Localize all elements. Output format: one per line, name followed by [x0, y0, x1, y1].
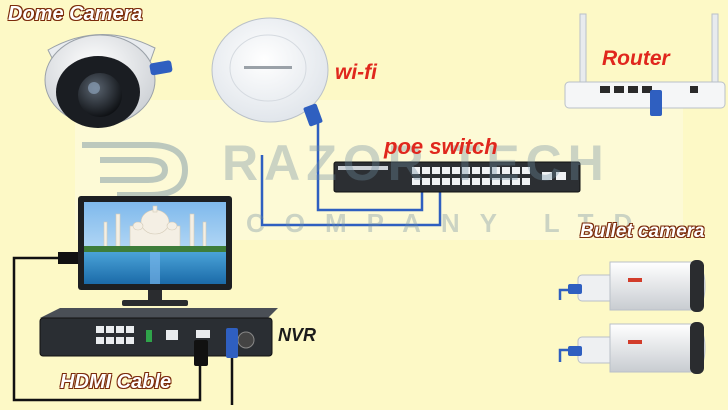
label-bullet-camera: Bullet camera — [580, 221, 705, 242]
label-wifi: wi-fi — [335, 61, 377, 84]
bullet-camera-icon-top — [568, 260, 706, 312]
switch-ports — [412, 167, 566, 185]
monitor-icon — [58, 196, 232, 306]
watermark-line2: COMPANY LTD — [246, 208, 653, 238]
blue-cables — [260, 118, 578, 362]
poe-switch-icon — [333, 161, 581, 193]
bullet-camera-icon-bottom — [568, 322, 706, 374]
label-dome-camera: Dome Camera — [8, 3, 143, 25]
label-poe-switch: poe switch — [384, 134, 498, 159]
label-router: Router — [602, 47, 670, 70]
dome-camera-icon — [44, 34, 173, 128]
label-hdmi-cable: HDMI Cable — [60, 371, 172, 393]
access-point-icon — [211, 17, 329, 127]
router-icon — [564, 13, 726, 116]
nvr-icon — [39, 308, 278, 366]
watermark-logo — [82, 142, 189, 230]
watermark-line1: RAZOR TECH — [222, 135, 610, 191]
label-nvr: NVR — [278, 325, 317, 345]
